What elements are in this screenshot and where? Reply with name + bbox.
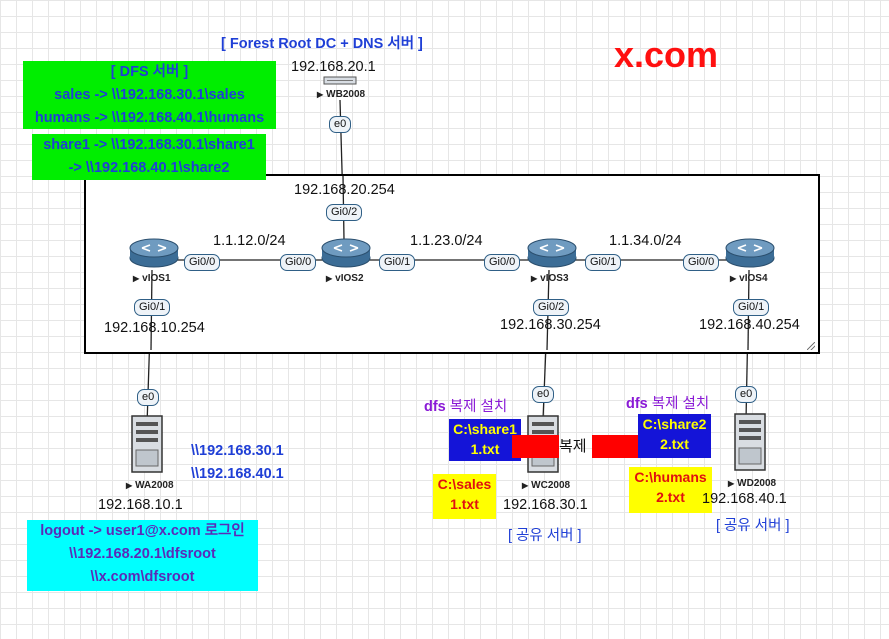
vios2-lan-ip: 192.168.20.254 [294, 182, 395, 198]
vios1-router-icon[interactable] [128, 236, 180, 268]
wd-dfs-word: dfs [626, 396, 648, 412]
replication-label: 복제 [559, 438, 587, 455]
logout-login-box: logout -> user1@x.com 로그인 \\192.168.20.1… [27, 520, 258, 591]
forest-root-label: [ Forest Root DC + DNS 서버 ] [221, 36, 423, 52]
wd2008-name: WD2008 [737, 478, 777, 489]
play-icon: ▶ [728, 479, 735, 488]
wd2008-server-icon[interactable] [733, 412, 769, 474]
play-icon: ▶ [522, 481, 529, 490]
wd2008-port-e0[interactable]: e0 [735, 386, 758, 403]
resize-grip-icon[interactable] [807, 342, 815, 350]
dfsroot-domain-path: \\x.com\dfsroot [90, 569, 195, 585]
wb2008-label: ▶WB2008 [317, 89, 365, 100]
vios3-name: vIOS3 [540, 273, 569, 284]
wb2008-ip: 192.168.20.1 [291, 59, 376, 75]
vios3-router-icon[interactable] [526, 236, 578, 268]
wc2008-name: WC2008 [531, 480, 571, 491]
vios3-label: ▶vIOS3 [531, 273, 569, 284]
dfs-server-box: [ DFS 서버 ] sales -> \\192.168.30.1\sales… [23, 61, 276, 129]
play-icon: ▶ [531, 274, 538, 283]
wd-humans-folder: C:\humans 2.txt [629, 467, 712, 513]
vios1-label: ▶vIOS1 [133, 273, 171, 284]
link-net-23: 1.1.23.0/24 [410, 233, 483, 249]
play-icon: ▶ [126, 481, 133, 490]
vios1-name: vIOS1 [142, 273, 171, 284]
wc2008-port-e0[interactable]: e0 [532, 386, 555, 403]
wa2008-ip: 192.168.10.1 [98, 497, 183, 513]
wc-sales-file: 1.txt [450, 496, 479, 512]
wd2008-ip: 192.168.40.1 [702, 491, 787, 507]
wa-path-1: \\192.168.30.1 [191, 443, 284, 459]
play-icon: ▶ [133, 274, 140, 283]
link-net-12: 1.1.12.0/24 [213, 233, 286, 249]
vios3-port-gi01[interactable]: Gi0/1 [585, 254, 622, 271]
vios3-port-gi00[interactable]: Gi0/0 [484, 254, 521, 271]
vios4-name: vIOS4 [739, 273, 768, 284]
wc-dfs-word: dfs [424, 399, 446, 415]
vios3-lan-ip: 192.168.30.254 [500, 317, 601, 333]
play-icon: ▶ [317, 90, 324, 99]
wc2008-label: ▶WC2008 [522, 480, 570, 491]
vios2-name: vIOS2 [335, 273, 364, 284]
replication-bar-right [592, 435, 639, 458]
wd-share2-file: 2.txt [660, 436, 689, 452]
vios2-port-gi00[interactable]: Gi0/0 [280, 254, 317, 271]
wa2008-label: ▶WA2008 [126, 480, 174, 491]
dfs-share1-mapping: share1 -> \\192.168.30.1\share1 [43, 137, 255, 153]
play-icon: ▶ [326, 274, 333, 283]
wc-share1-file: 1.txt [470, 441, 500, 457]
domain-title: x.com [614, 34, 719, 75]
wc-share1-dir: C:\share1 [453, 421, 517, 437]
vios4-router-icon[interactable] [724, 236, 776, 268]
dfs-share2-mapping: -> \\192.168.40.1\share2 [68, 160, 230, 176]
wa2008-port-e0[interactable]: e0 [137, 389, 160, 406]
wb2008-port-e0[interactable]: e0 [329, 116, 352, 133]
wd-share2-folder: C:\share2 2.txt [638, 414, 711, 458]
wd-dfs-install-label: dfs 복제 설치 [626, 392, 709, 413]
wb2008-name: WB2008 [326, 89, 366, 100]
vios2-router-icon[interactable] [320, 236, 372, 268]
wb2008-server-icon[interactable] [323, 76, 357, 86]
dfs-humans-mapping: humans -> \\192.168.40.1\humans [34, 110, 265, 126]
wd-share2-dir: C:\share2 [642, 416, 707, 432]
vios1-port-gi01[interactable]: Gi0/1 [134, 299, 171, 316]
dfs-share-box: share1 -> \\192.168.30.1\share1 -> \\192… [32, 134, 266, 180]
replication-bar-left [512, 435, 559, 458]
vios2-port-gi01[interactable]: Gi0/1 [379, 254, 416, 271]
vios4-lan-ip: 192.168.40.254 [699, 317, 800, 333]
wc-sales-folder: C:\sales 1.txt [433, 474, 496, 519]
wc-dfs-kr: 복제 설치 [449, 399, 508, 415]
wc-share1-folder: C:\share1 1.txt [449, 419, 521, 461]
dfsroot-ip-path: \\192.168.20.1\dfsroot [69, 546, 216, 562]
wa-path-2: \\192.168.40.1 [191, 466, 284, 482]
dfs-server-title: [ DFS 서버 ] [110, 64, 189, 80]
wd-share-role: [ 공유 서버 ] [716, 518, 790, 534]
vios1-lan-ip: 192.168.10.254 [104, 320, 205, 336]
vios2-label: ▶vIOS2 [326, 273, 364, 284]
vios1-port-gi00[interactable]: Gi0/0 [184, 254, 221, 271]
vios4-label: ▶vIOS4 [730, 273, 768, 284]
wc-dfs-install-label: dfs 복제 설치 [424, 395, 507, 416]
vios4-port-gi00[interactable]: Gi0/0 [683, 254, 720, 271]
wc2008-ip: 192.168.30.1 [503, 497, 588, 513]
vios2-port-gi02[interactable]: Gi0/2 [326, 204, 363, 221]
dfs-sales-mapping: sales -> \\192.168.30.1\sales [54, 87, 245, 103]
wd-dfs-kr: 복제 설치 [651, 396, 710, 412]
wa2008-server-icon[interactable] [130, 414, 166, 476]
wc-share-role: [ 공유 서버 ] [508, 528, 582, 544]
wc-sales-dir: C:\sales [437, 476, 492, 492]
wa2008-name: WA2008 [135, 480, 174, 491]
wd2008-label: ▶WD2008 [728, 478, 776, 489]
link-net-34: 1.1.34.0/24 [609, 233, 682, 249]
vios3-port-gi02[interactable]: Gi0/2 [533, 299, 570, 316]
wd-humans-dir: C:\humans [634, 469, 707, 485]
wd-humans-file: 2.txt [656, 489, 685, 505]
logout-line: logout -> user1@x.com 로그인 [40, 523, 245, 539]
play-icon: ▶ [730, 274, 737, 283]
vios4-port-gi01[interactable]: Gi0/1 [733, 299, 770, 316]
